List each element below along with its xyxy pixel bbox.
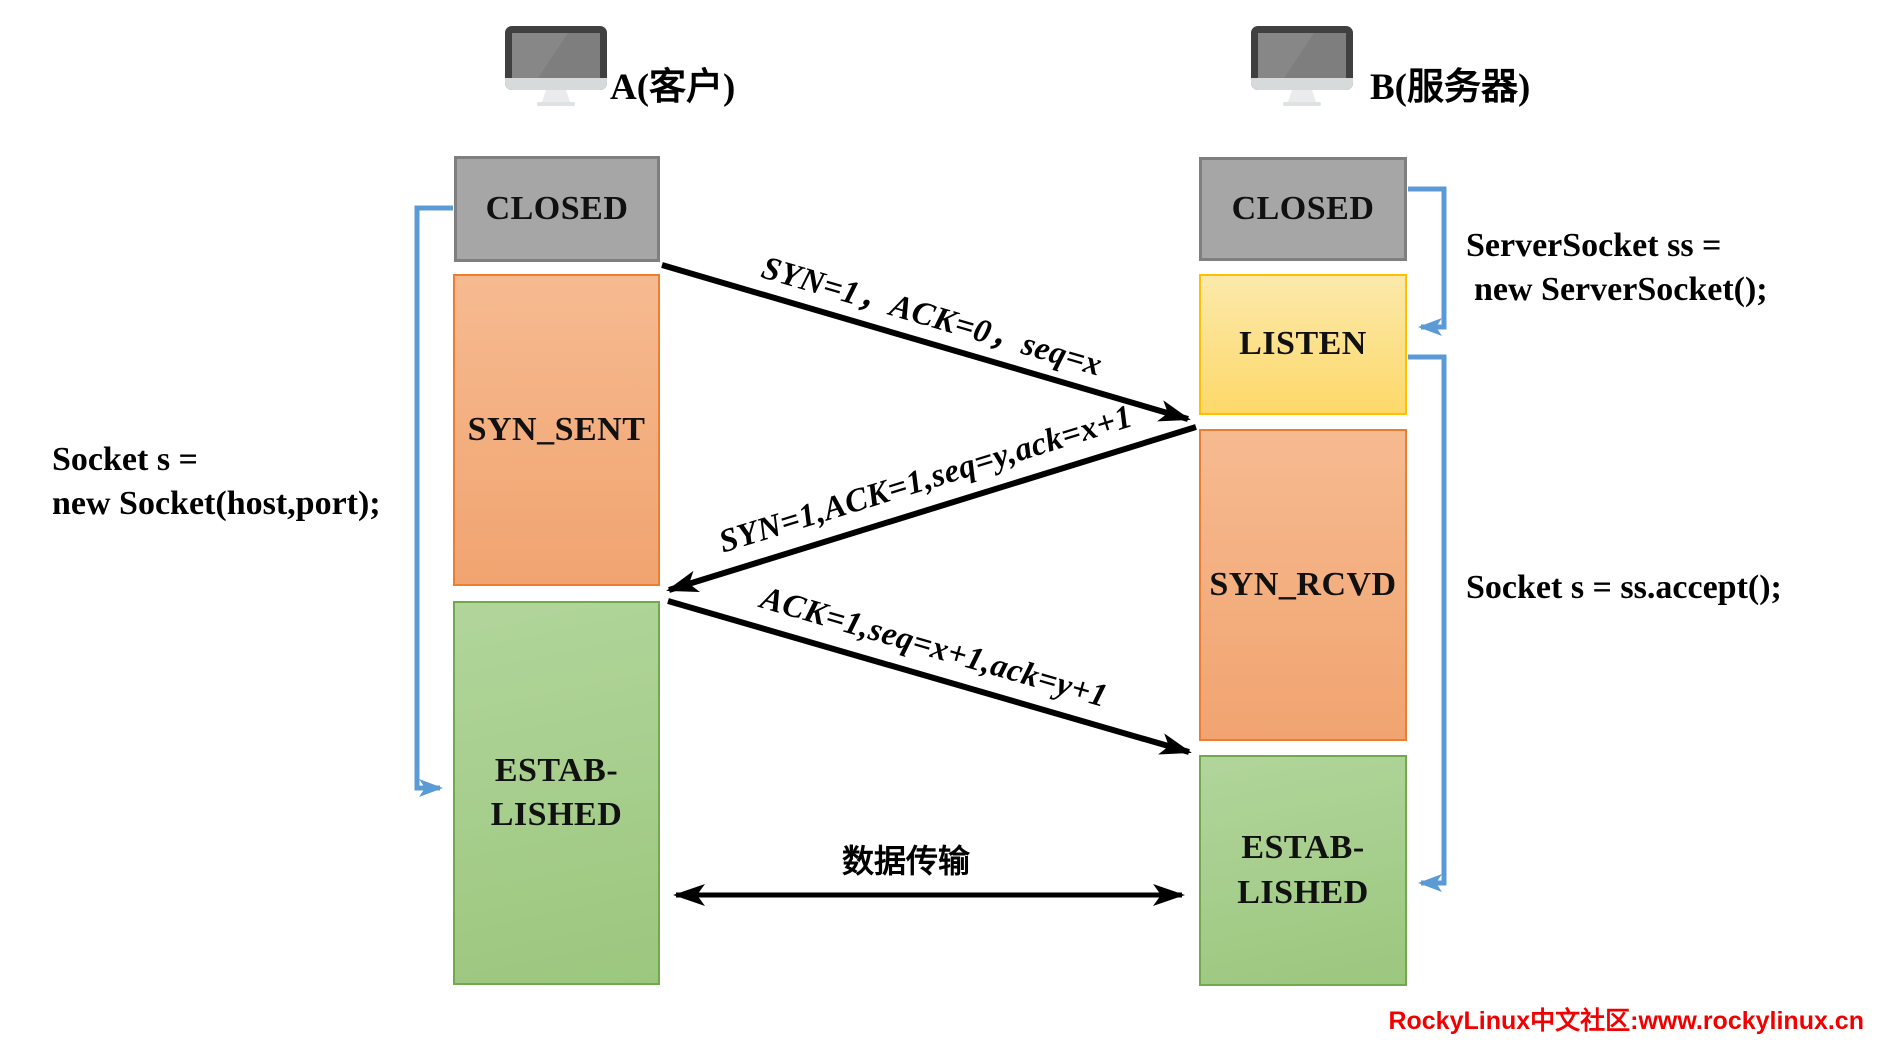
server-code1-line2: new ServerSocket();: [1474, 271, 1768, 309]
state-label: SYN_SENT: [467, 410, 646, 448]
data-transfer-label: 数据传输: [841, 843, 971, 879]
ack-arrow: [667, 598, 1192, 755]
state-label: LISTEN: [1239, 325, 1367, 363]
state-label-line2: LISHED: [1237, 873, 1369, 911]
server-closed-to-listen-connector: [1408, 186, 1447, 336]
server-state-established: ESTAB- LISHED: [1199, 755, 1407, 986]
server-code-annotation-2: Socket s = ss.accept();: [1466, 566, 1782, 610]
client-actor-label: A(客户): [610, 67, 736, 108]
server-code1-line1: ServerSocket ss =: [1466, 227, 1722, 264]
client-state-syn-sent: SYN_SENT: [453, 274, 660, 586]
state-label-line1: ESTAB-: [1241, 829, 1365, 867]
server-state-closed: CLOSED: [1199, 157, 1407, 261]
state-label-line2: LISHED: [490, 796, 623, 833]
computer-icon-client: [505, 26, 607, 106]
server-state-listen: LISTEN: [1199, 274, 1407, 415]
state-label: CLOSED: [1231, 189, 1375, 227]
server-actor-label: B(服务器): [1370, 67, 1531, 108]
community-watermark: RockyLinux中文社区:www.rockylinux.cn: [1388, 1007, 1864, 1035]
client-state-established: ESTAB- LISHED: [453, 601, 660, 985]
state-label-line1: ESTAB-: [494, 751, 619, 789]
state-label: SYN_RCVD: [1209, 565, 1397, 603]
server-code-annotation-1: ServerSocket ss = new ServerSocket();: [1466, 224, 1768, 312]
computer-icon-server: [1251, 26, 1353, 106]
client-closed-to-established-connector: [414, 205, 453, 797]
server-state-syn-rcvd: SYN_RCVD: [1199, 429, 1407, 741]
state-label: CLOSED: [485, 189, 629, 227]
server-code2-line1: Socket s = ss.accept();: [1466, 569, 1782, 606]
synack-arrow: [666, 424, 1197, 593]
client-state-closed: CLOSED: [454, 156, 660, 262]
client-code-line1: Socket s =: [52, 441, 198, 478]
syn-arrow: [661, 262, 1191, 422]
client-code-annotation: Socket s = new Socket(host,port);: [52, 438, 381, 526]
client-code-line2: new Socket(host,port);: [52, 485, 381, 523]
server-listen-to-established-connector: [1408, 354, 1447, 892]
